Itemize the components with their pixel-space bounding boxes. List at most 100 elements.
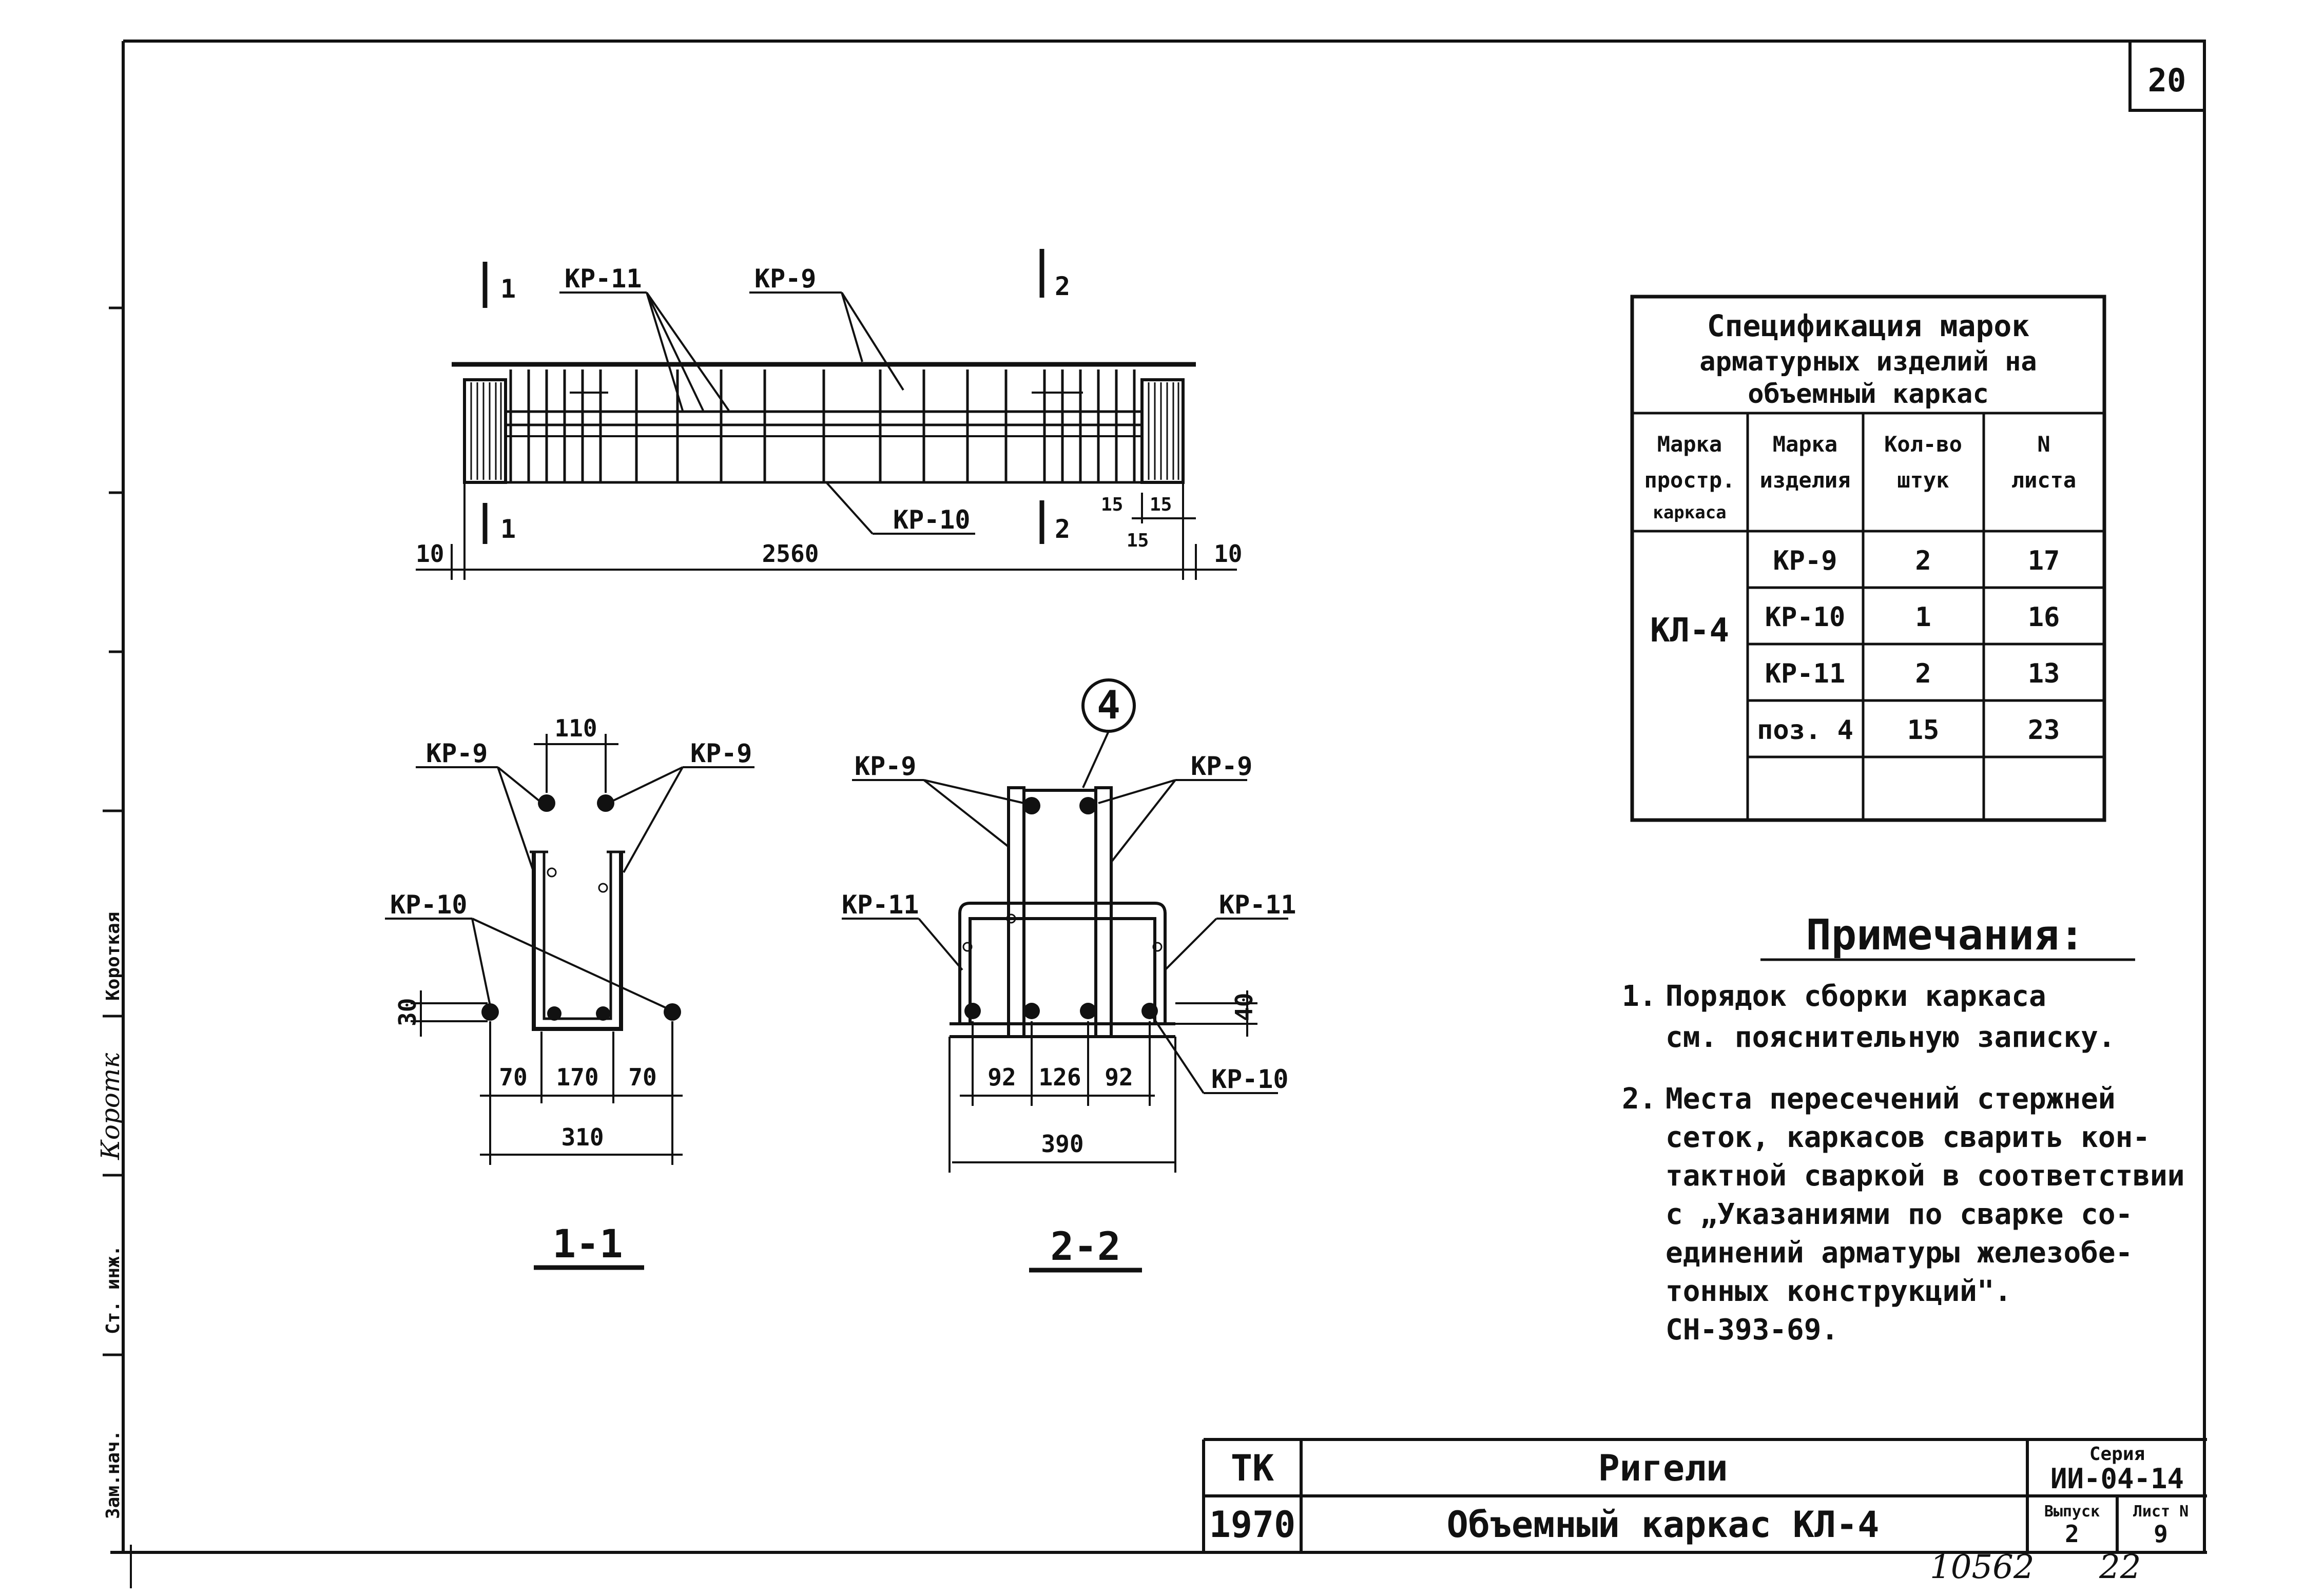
page-number-box: 20: [2128, 40, 2206, 112]
header-frame-3: каркаса: [1653, 502, 1726, 523]
notes-heading: Примечания:: [1806, 911, 2084, 960]
note-2-line-5: единений арматуры железобе-: [1666, 1236, 2133, 1270]
title-main: Ригели: [1598, 1447, 1728, 1489]
header-sheet-2: листа: [2011, 468, 2076, 493]
note-1-line-1: Порядок сборки каркаса: [1666, 980, 2046, 1013]
callout-kr11-elev: КР-11: [565, 264, 642, 294]
note-2-line-7: СН-393-69.: [1666, 1313, 1838, 1347]
row-3-sheet: 13: [2028, 658, 2060, 689]
position-bubble: 4: [1097, 682, 1120, 728]
dim-s1-w3: 70: [628, 1063, 656, 1091]
stamp-name-1: Короткая: [103, 912, 124, 1001]
stamp-role-1: Ст. инж.: [103, 1245, 124, 1334]
header-frame-1: Марка: [1657, 432, 1722, 457]
section-2-2: 4: [842, 678, 1296, 1273]
dim-s1-w1: 70: [499, 1063, 527, 1091]
series-label: Серия: [2089, 1444, 2145, 1465]
note-2-line-6: тонных конструкций".: [1666, 1275, 2011, 1308]
dim-left-end: 10: [416, 540, 444, 568]
callout-kr9-elev: КР-9: [754, 264, 816, 294]
row-4-sheet: 23: [2028, 715, 2060, 746]
spec-title-3: объемный каркас: [1748, 379, 1989, 410]
dim-15c: 15: [1127, 530, 1149, 551]
series-value: ИИ-04-14: [2050, 1463, 2184, 1495]
header-qty-2: штук: [1897, 468, 1949, 493]
stamp-role-2: Зам.нач.: [103, 1430, 124, 1519]
row-1-item: КР-9: [1773, 546, 1837, 576]
dim-s1-height: 30: [394, 998, 421, 1026]
sheet-frame: [110, 40, 2207, 1588]
row-2-item: КР-10: [1765, 602, 1846, 633]
title-block: ТК 1970 Ригели Объемный каркас КЛ-4 Сери…: [1202, 1438, 2207, 1552]
issue-label: Выпуск: [2044, 1503, 2100, 1521]
side-stamp: [103, 306, 123, 1356]
header-sheet-1: N: [2037, 432, 2050, 457]
section-1-1: КР-9 КР-9 КР-10 110 30 70 170 70 310 1-1: [385, 714, 754, 1270]
title-year: 1970: [1209, 1504, 1296, 1546]
dim-s1-w2: 170: [556, 1063, 598, 1091]
dim-length: 2560: [762, 540, 819, 568]
note-2-line-2: сеток, каркасов сварить кон-: [1666, 1121, 2150, 1154]
dim-s2-total: 390: [1041, 1130, 1083, 1158]
stamp-signature: Коротк: [95, 1053, 125, 1160]
notes: Примечания: 1. Порядок сборки каркаса см…: [1622, 911, 2184, 1347]
header-qty-1: Кол-во: [1884, 432, 1962, 457]
handwritten-number: 10562: [1930, 1548, 2035, 1586]
callout-kr10-s2: КР-10: [1211, 1064, 1289, 1094]
cut-mark-1-bottom: 1: [500, 514, 516, 544]
note-2-line-3: тактной сваркой в соответствии: [1666, 1159, 2184, 1193]
section-1-1-title: 1-1: [552, 1221, 623, 1267]
cut-mark-2-bottom: 2: [1055, 514, 1070, 544]
callout-kr11-s2-right: КР-11: [1219, 890, 1296, 920]
header-item-2: изделия: [1759, 468, 1850, 493]
dim-15a: 15: [1101, 494, 1123, 515]
dim-s1-top: 110: [554, 714, 597, 742]
dim-s2-height: 40: [1230, 993, 1258, 1021]
row-4-qty: 15: [1907, 715, 1940, 746]
header-item-1: Марка: [1773, 432, 1837, 457]
dim-15b: 15: [1150, 494, 1172, 515]
issue-value: 2: [2065, 1520, 2079, 1548]
sheet-value: 9: [2154, 1520, 2168, 1548]
handwritten-sheet: 22: [2099, 1548, 2141, 1586]
row-4-item: поз. 4: [1757, 715, 1853, 746]
dim-right-end: 10: [1214, 540, 1242, 568]
note-1-num: 1.: [1622, 980, 1656, 1013]
spec-title-2: арматурных изделий на: [1699, 346, 2037, 377]
cut-mark-1-top: 1: [500, 274, 516, 304]
frame-mark: КЛ-4: [1650, 612, 1729, 650]
callout-kr9-s2-left: КР-9: [855, 751, 916, 781]
cut-mark-2-top: 2: [1055, 271, 1070, 301]
row-2-sheet: 16: [2028, 602, 2060, 633]
callout-kr10-s1: КР-10: [390, 890, 468, 920]
note-2-num: 2.: [1622, 1082, 1656, 1116]
section-2-2-title: 2-2: [1050, 1223, 1120, 1269]
row-3-qty: 2: [1915, 658, 1931, 689]
row-2-qty: 1: [1915, 602, 1931, 633]
spec-title-1: Спецификация марок: [1707, 308, 2030, 343]
row-1-qty: 2: [1915, 546, 1931, 576]
title-sub: Объемный каркас КЛ-4: [1447, 1504, 1880, 1546]
callout-kr10-elev: КР-10: [893, 505, 971, 535]
note-1-line-2: см. пояснительную записку.: [1666, 1021, 2116, 1054]
header-frame-2: простр.: [1644, 468, 1735, 493]
elevation-view: 1 1 2 2 КР-11 КР-9 КР-10 10: [416, 249, 1242, 580]
title-org: ТК: [1231, 1447, 1274, 1489]
dim-s1-total: 310: [561, 1123, 604, 1151]
note-2-line-1: Места пересечений стержней: [1666, 1082, 2116, 1116]
dim-s2-w3: 92: [1105, 1063, 1133, 1091]
callout-kr9-s1-left: КР-9: [426, 738, 488, 768]
callout-kr11-s2-left: КР-11: [842, 890, 919, 920]
callout-kr9-s2-right: КР-9: [1191, 751, 1252, 781]
row-1-sheet: 17: [2028, 546, 2060, 576]
page-number: 20: [2148, 62, 2186, 99]
row-3-item: КР-11: [1765, 658, 1846, 689]
note-2-line-4: с „Указаниями по сварке со-: [1666, 1198, 2133, 1231]
callout-kr9-s1-right: КР-9: [690, 738, 752, 768]
dim-s2-w1: 92: [988, 1063, 1016, 1091]
dim-s2-w2: 126: [1038, 1063, 1081, 1091]
sheet-label: Лист N: [2133, 1503, 2189, 1521]
spec-table: Спецификация марок арматурных изделий на…: [1630, 295, 2106, 822]
